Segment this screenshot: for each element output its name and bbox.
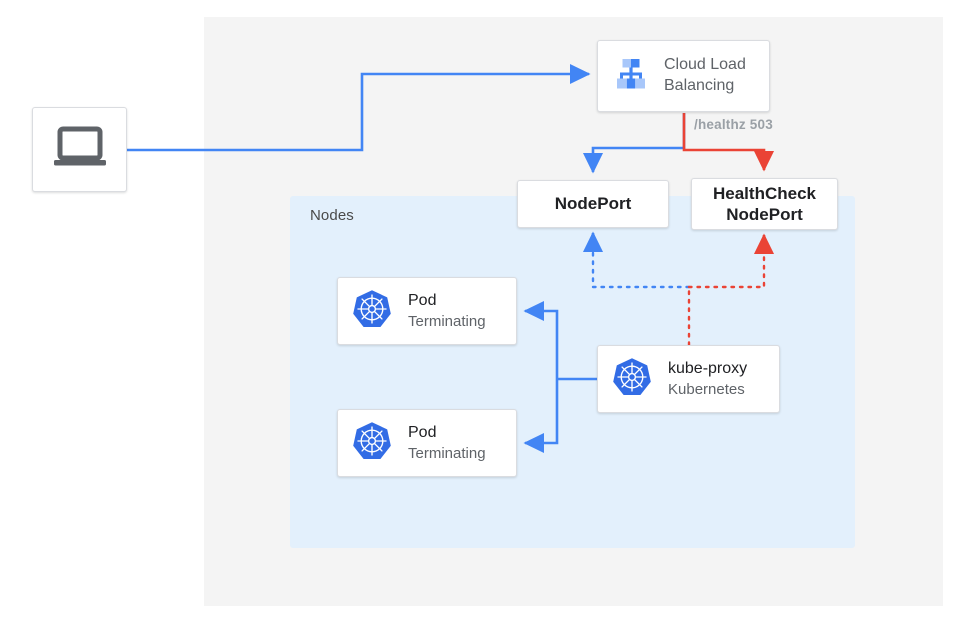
clb-title-line1: Cloud Load (664, 56, 746, 74)
pod-label-group: Pod Terminating (408, 423, 486, 463)
hc-label-line2: NodePort (726, 205, 803, 224)
nodes-panel-label: Nodes (310, 207, 354, 224)
cloud-load-balancing-label: Cloud Load Balancing (664, 55, 746, 97)
nodeport-card: NodePort (517, 180, 669, 228)
wire-kubeproxy-to-healthcheck-nodeport (687, 233, 775, 289)
pod-title: Pod (408, 291, 437, 309)
clb-title-line2: Balancing (664, 77, 735, 94)
client-device-card (32, 107, 127, 192)
nodeport-label: NodePort (554, 194, 632, 214)
kubernetes-icon (352, 421, 392, 466)
kube-proxy-subtitle: Kubernetes (668, 380, 745, 398)
wire-client-to-clb (127, 63, 591, 152)
cloud-load-balancing-icon (610, 53, 652, 100)
hc-label-line1: HealthCheck (713, 183, 816, 203)
pod-status: Terminating (408, 444, 486, 462)
wire-kubeproxy-to-pods (523, 300, 597, 454)
pod-status: Terminating (408, 312, 486, 330)
kubernetes-icon (612, 357, 652, 402)
wire-kubeproxy-to-nodeport (582, 231, 691, 289)
laptop-icon (52, 125, 108, 174)
pod-label-group: Pod Terminating (408, 291, 486, 331)
pod-title: Pod (408, 423, 437, 441)
healthcheck-nodeport-label: HealthCheck NodePort (713, 183, 816, 226)
cloud-load-balancing-card: Cloud Load Balancing (597, 40, 770, 112)
pod-card: Pod Terminating (337, 409, 517, 477)
kubernetes-icon (352, 289, 392, 334)
healthz-status-label: /healthz 503 (694, 117, 773, 132)
kube-proxy-card: kube-proxy Kubernetes (597, 345, 780, 413)
healthcheck-nodeport-card: HealthCheck NodePort (691, 178, 838, 230)
kube-proxy-title: kube-proxy (668, 359, 748, 377)
kube-proxy-label-group: kube-proxy Kubernetes (668, 359, 747, 399)
wire-clb-to-healthcheck-nodeport (682, 113, 775, 172)
wire-clb-to-nodeport (582, 113, 686, 174)
pod-card: Pod Terminating (337, 277, 517, 345)
